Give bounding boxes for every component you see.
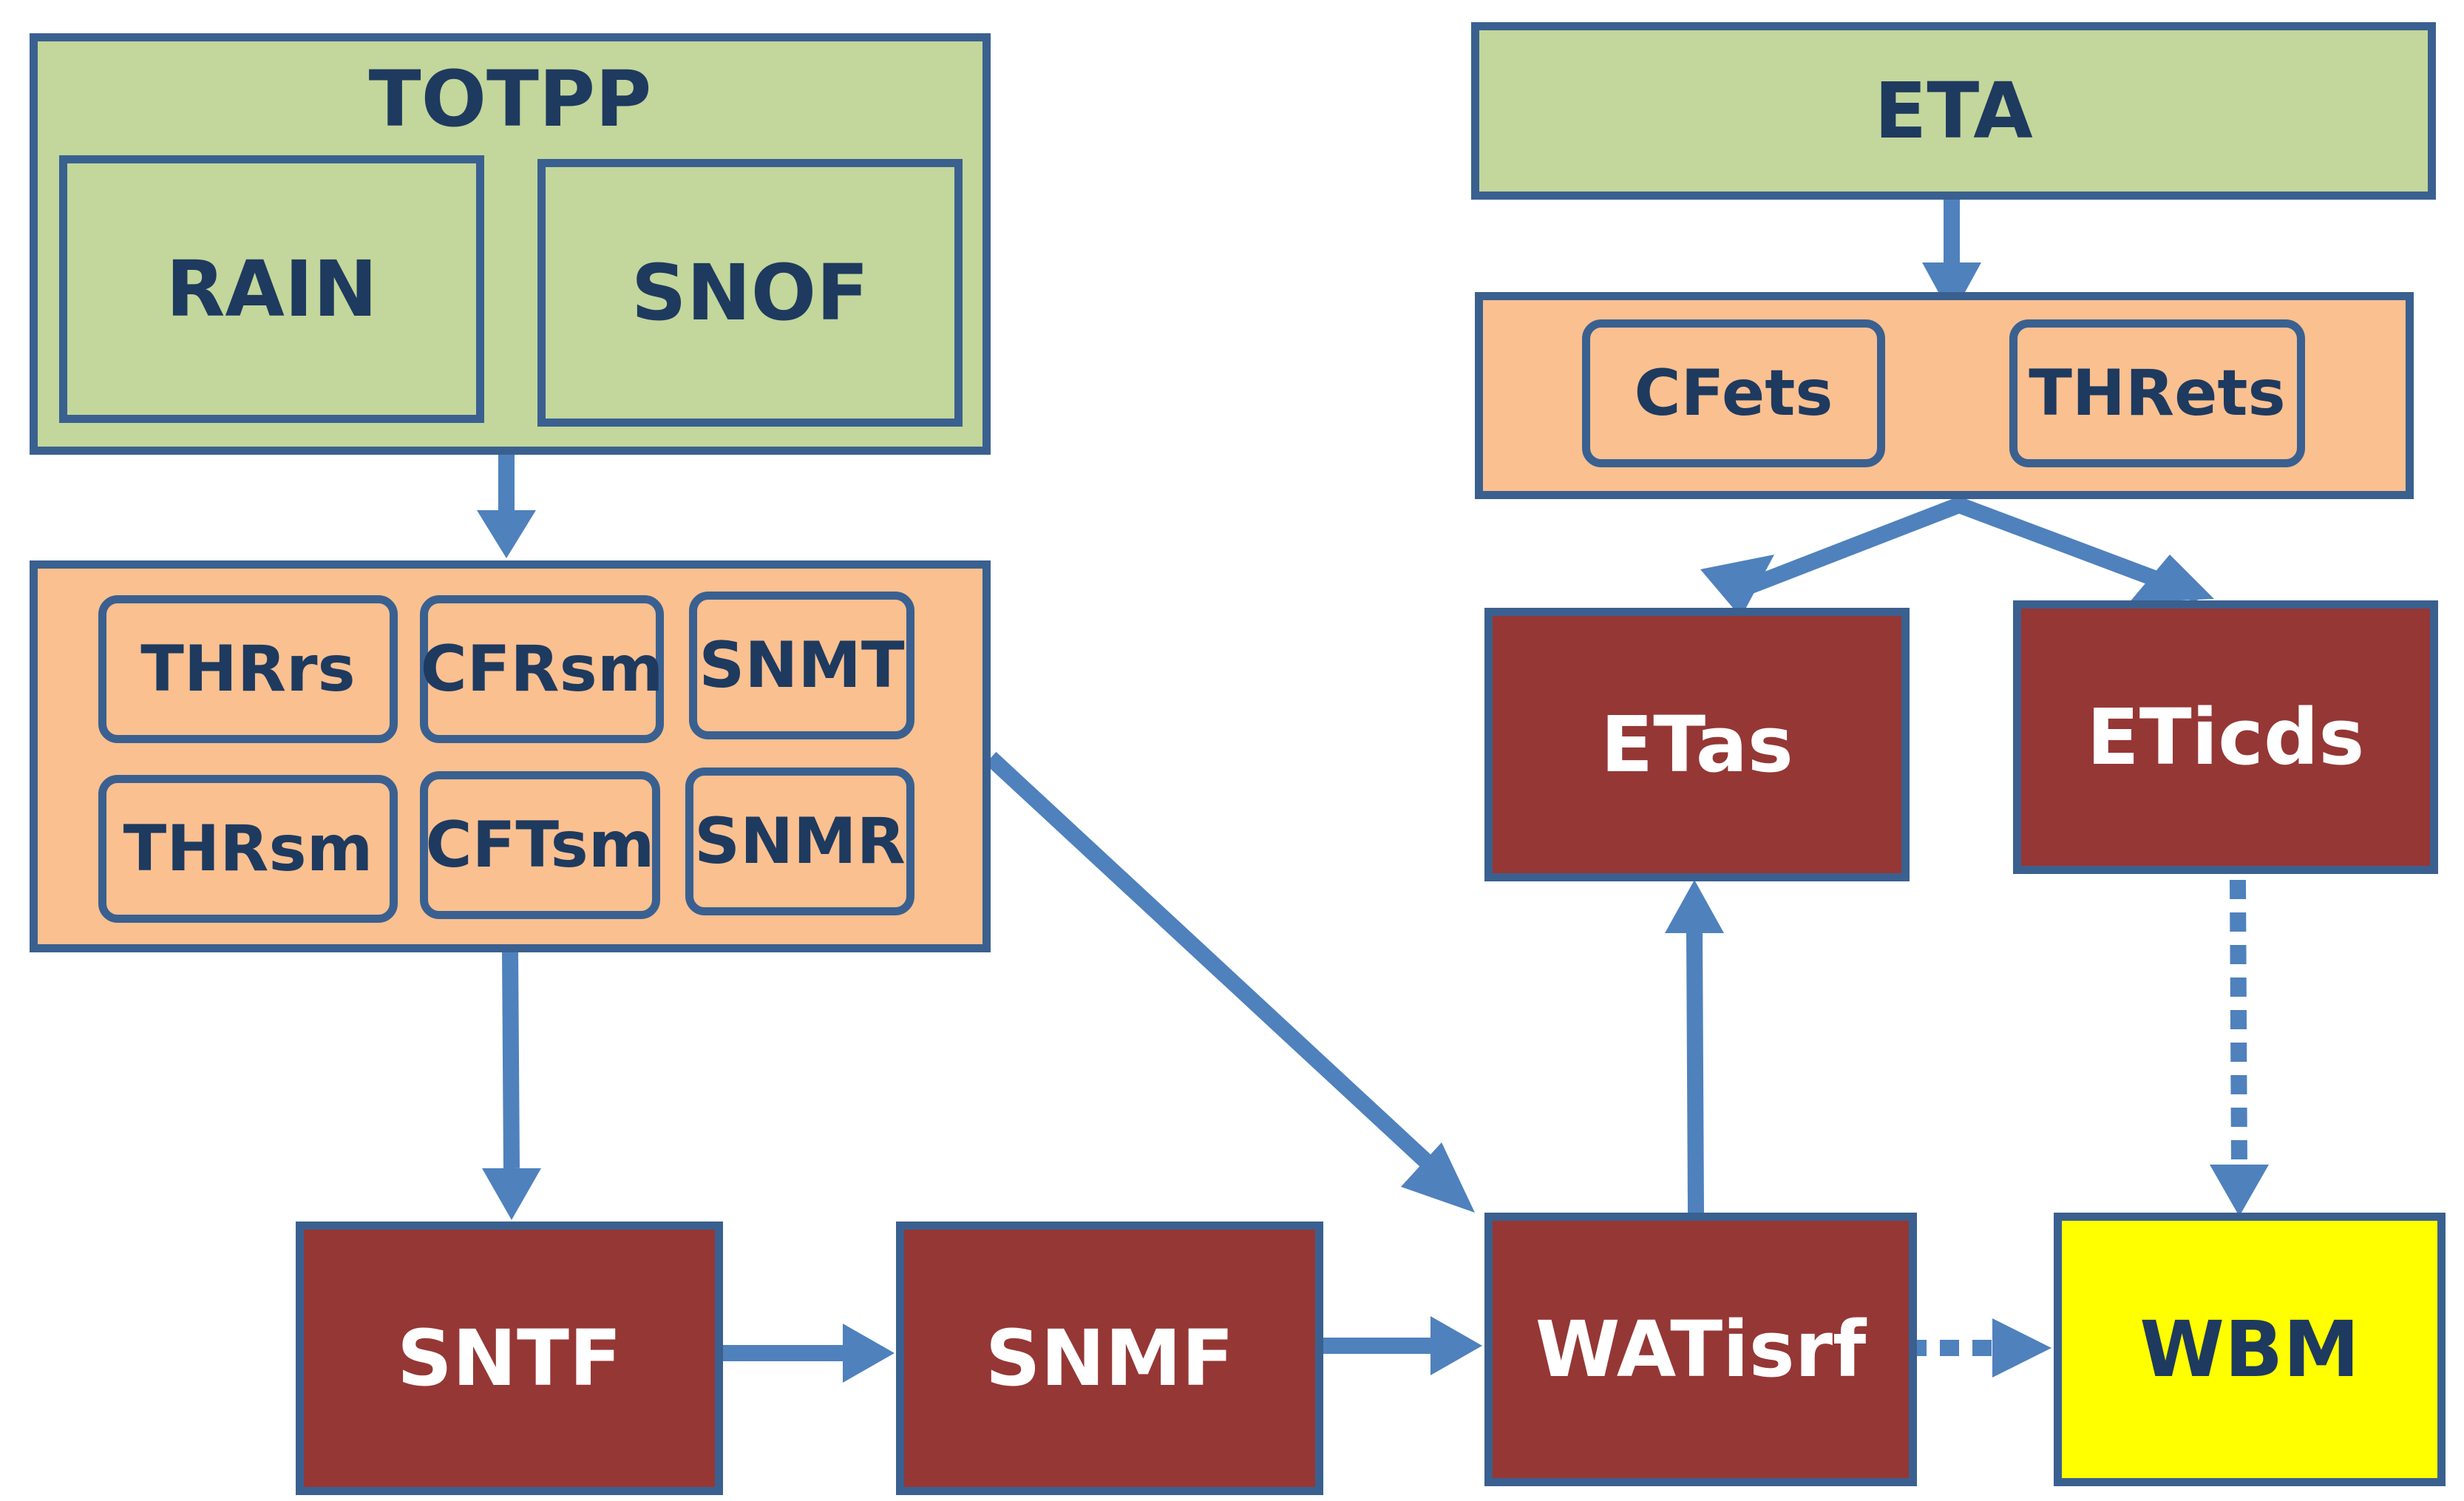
connector-params-to-sntf [482, 949, 541, 1220]
param-thrrs: THRrs [98, 595, 398, 743]
param-snmt: SNMT [689, 592, 914, 739]
rain-box: RAIN [59, 155, 484, 423]
connector-snmf-to-watisrf [1320, 1316, 1482, 1375]
snof-box: SNOF [537, 159, 963, 427]
param-snmr: SNMR [685, 768, 914, 915]
snmf-box: SNMF [896, 1222, 1323, 1495]
connector-params-to-et-branch [1700, 497, 2214, 617]
wbm-box: WBM [2054, 1213, 2446, 1486]
param-threts: THRets [2009, 319, 2305, 467]
watisrf-box: WATisrf [1484, 1213, 1917, 1486]
totpp-title: TOTPP [368, 54, 652, 144]
connector-totpp-to-params [477, 451, 536, 558]
connector-params-to-watisrf [985, 751, 1475, 1213]
sntf-box: SNTF [296, 1222, 723, 1495]
eticds-box: ETicds [2013, 600, 2438, 874]
param-cftsm: CFTsm [420, 771, 660, 919]
connector-sntf-to-snmf [721, 1324, 895, 1383]
connector-watisrf-to-etas [1665, 880, 1724, 1213]
eta-box: ETA [1471, 22, 2436, 200]
param-cfets: CFets [1582, 319, 1885, 467]
connector-watisrf-to-wbm-dashed [1907, 1318, 2051, 1378]
connector-eticds-to-wbm-dashed [2210, 879, 2269, 1216]
param-cfrsm: CFRsm [420, 595, 664, 743]
etas-box: ETas [1484, 608, 1910, 881]
connector-eta-to-params [1922, 196, 1981, 316]
param-thrsm: THRsm [98, 775, 398, 923]
